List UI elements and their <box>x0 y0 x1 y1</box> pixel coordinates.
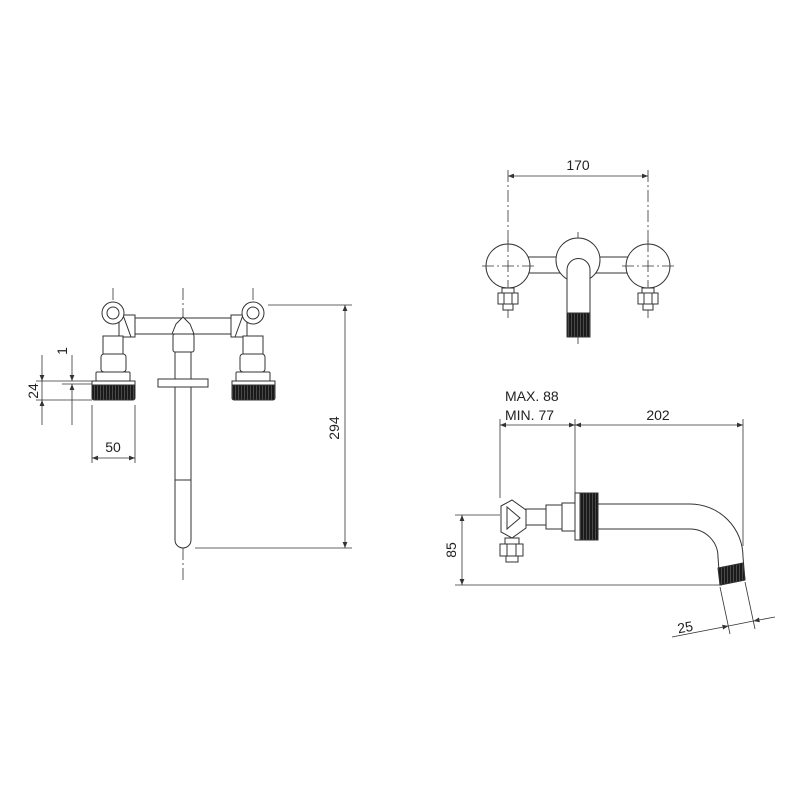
left-valve-lower <box>100 353 127 373</box>
left-elbow-detail <box>122 314 132 338</box>
dim-line-left <box>671 624 729 638</box>
left-handle-band <box>91 380 136 386</box>
right-stem <box>641 287 655 294</box>
right-valve-lower <box>239 353 266 373</box>
dimension-max-min: MAX. 88 MIN. 77 <box>500 388 575 428</box>
wall-flange-face <box>574 492 581 541</box>
dim-line-mid <box>728 620 754 627</box>
dimension-170: 170 <box>508 157 648 179</box>
dim-24-label: 24 <box>25 383 41 399</box>
front-spout <box>157 316 209 549</box>
right-valve-body <box>242 335 264 355</box>
spout-pipe <box>174 351 192 549</box>
spout-body <box>172 333 195 353</box>
left-valve <box>91 301 136 401</box>
valve-stem-inner <box>525 508 547 526</box>
dim-label: 202 <box>646 407 670 423</box>
left-valve-body <box>102 335 124 355</box>
right-nut <box>637 292 659 305</box>
left-stem <box>501 287 515 294</box>
side-valve <box>499 499 577 563</box>
dim-label: 50 <box>105 439 121 455</box>
left-nut-end <box>502 303 514 311</box>
valve-inlet-stem <box>504 537 520 545</box>
spout-tip <box>566 312 591 338</box>
left-nut <box>497 292 519 305</box>
right-valve-ring <box>235 371 271 382</box>
dim-line-right <box>753 616 776 623</box>
right-valve <box>230 301 276 401</box>
dimension-1-24: 24 1 <box>25 347 92 425</box>
dimension-294: 294 <box>195 304 352 549</box>
dim-min-label: MIN. 77 <box>505 407 554 423</box>
top-view: 170 <box>482 157 674 346</box>
valve-joint <box>561 502 577 532</box>
valve-indicator <box>506 505 521 531</box>
spout-outlet <box>717 562 746 586</box>
dim-label: 170 <box>566 157 590 173</box>
valve-stem-outer <box>545 504 563 530</box>
left-valve-cap-inner <box>106 306 120 320</box>
front-view: 294 24 1 50 <box>25 288 352 582</box>
dim-label: 294 <box>326 416 342 440</box>
right-connecting-bar <box>595 256 629 274</box>
dimension-85: 85 <box>443 515 465 585</box>
dimension-202: 202 <box>575 407 743 428</box>
dim-label: 85 <box>443 542 459 558</box>
left-valve-ring <box>95 371 131 382</box>
right-handle-top <box>622 240 674 311</box>
dimension-25: 25 <box>671 581 776 638</box>
valve-inlet-nut <box>499 543 524 557</box>
side-spout <box>597 503 746 586</box>
right-handle-band <box>231 380 276 386</box>
dim-label: 25 <box>676 618 694 636</box>
dim-1-label: 1 <box>54 347 70 355</box>
side-view: MAX. 88 MIN. 77 202 85 <box>443 388 776 638</box>
right-valve-cap-inner <box>246 306 260 320</box>
valve-inlet-end <box>505 555 519 563</box>
escutcheon-plate <box>157 378 209 388</box>
wall-flange <box>579 492 599 541</box>
dimension-50: 50 <box>91 405 136 463</box>
right-nut-end <box>642 303 654 311</box>
left-connecting-bar <box>527 256 561 274</box>
dim-max-label: MAX. 88 <box>505 388 559 404</box>
right-elbow-detail <box>234 314 244 338</box>
left-handle-top <box>482 240 534 311</box>
